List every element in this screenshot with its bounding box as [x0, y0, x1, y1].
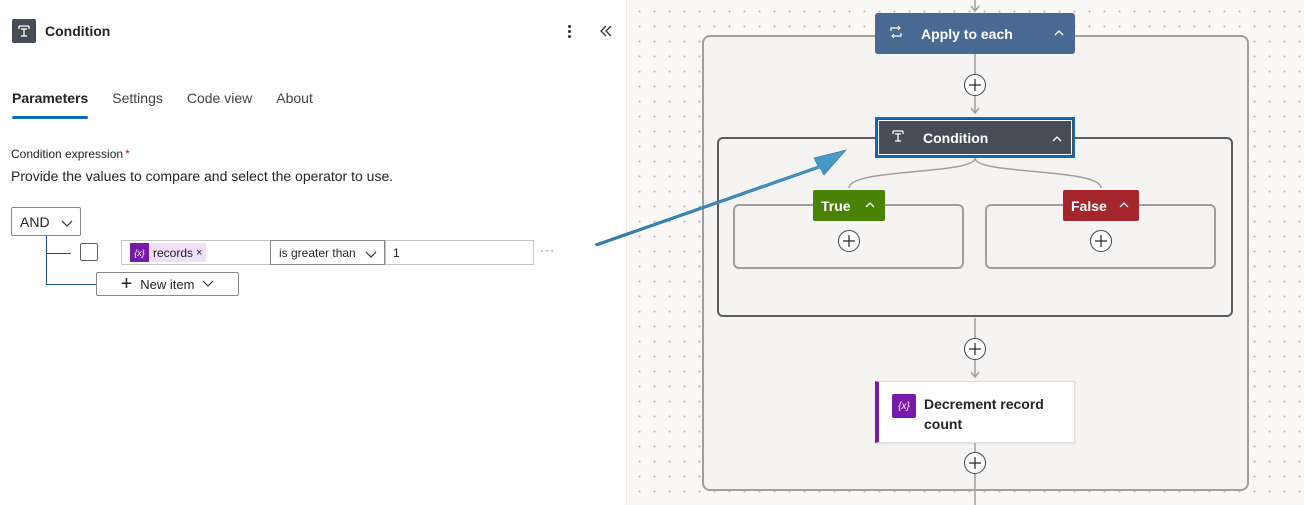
insert-step-button-true[interactable]: [838, 230, 860, 252]
more-options-icon[interactable]: [561, 21, 577, 41]
right-operand-value: 1: [393, 245, 400, 260]
insert-step-button[interactable]: [964, 74, 986, 96]
tab-settings[interactable]: Settings: [112, 90, 163, 106]
true-label: True: [821, 197, 851, 214]
row-select-checkbox[interactable]: [80, 243, 98, 261]
condition-description: Provide the values to compare and select…: [11, 168, 394, 184]
tree-connector: [46, 253, 71, 254]
true-branch-card[interactable]: True: [813, 190, 885, 221]
condition-icon: [891, 129, 905, 146]
chevron-up-icon[interactable]: [1053, 26, 1065, 42]
new-item-button[interactable]: + New item: [96, 272, 239, 296]
decrement-variable-card[interactable]: {x} Decrement record count: [875, 381, 1075, 443]
tab-about[interactable]: About: [276, 90, 313, 106]
variable-icon: {x}: [892, 394, 916, 418]
variable-icon: {x}: [130, 243, 149, 262]
insert-step-button-false[interactable]: [1090, 230, 1112, 252]
group-operator-dropdown[interactable]: AND: [11, 207, 81, 236]
plus-icon: +: [120, 273, 133, 295]
decrement-title: Decrement record count: [924, 396, 1044, 432]
records-token[interactable]: {x} records ×: [130, 243, 207, 262]
panel-title: Condition: [45, 23, 111, 39]
tree-connector: [46, 236, 47, 285]
required-mark: *: [125, 147, 130, 161]
tab-code-view[interactable]: Code view: [186, 90, 253, 106]
apply-to-each-card[interactable]: Apply to each: [875, 13, 1075, 54]
panel-header: Condition: [12, 19, 110, 43]
panel-tabs: Parameters Settings Code view About: [12, 88, 337, 120]
condition-expression-label: Condition expression*: [11, 147, 130, 161]
false-label: False: [1071, 197, 1107, 214]
condition-expression-text: Condition expression: [11, 147, 124, 161]
chevron-down-icon: [61, 216, 73, 232]
chevron-up-icon[interactable]: [864, 198, 876, 214]
chevron-down-icon: [202, 277, 214, 292]
insert-step-button[interactable]: [964, 338, 986, 360]
loop-icon: [889, 25, 903, 42]
chevron-up-icon[interactable]: [1051, 132, 1063, 148]
new-item-label: New item: [140, 276, 195, 292]
insert-step-button[interactable]: [964, 452, 986, 474]
condition-icon: [12, 19, 36, 43]
left-operand-field[interactable]: {x} records ×: [121, 240, 271, 265]
plus-icon: [969, 457, 981, 469]
chevron-down-icon: [365, 248, 377, 263]
right-operand-input[interactable]: 1: [385, 240, 534, 265]
operator-value: is greater than: [279, 245, 356, 260]
plus-icon: [843, 235, 855, 247]
plus-icon: [1095, 235, 1107, 247]
remove-token-icon[interactable]: ×: [196, 246, 203, 259]
apply-to-each-title: Apply to each: [921, 25, 1013, 42]
token-label: records: [153, 245, 194, 260]
false-branch-card[interactable]: False: [1063, 190, 1139, 221]
operator-dropdown[interactable]: is greater than: [270, 240, 385, 265]
tab-parameters[interactable]: Parameters: [12, 88, 89, 120]
details-panel: Condition Parameters Settings Code view …: [0, 0, 626, 505]
condition-card[interactable]: Condition: [875, 117, 1075, 158]
row-more-options-icon[interactable]: ···: [540, 243, 555, 257]
group-operator-value: AND: [20, 213, 50, 230]
chevron-up-icon[interactable]: [1118, 198, 1130, 214]
plus-icon: [969, 79, 981, 91]
tree-connector: [46, 284, 96, 285]
collapse-panel-icon[interactable]: [597, 21, 615, 41]
condition-title: Condition: [923, 129, 989, 146]
plus-icon: [969, 343, 981, 355]
